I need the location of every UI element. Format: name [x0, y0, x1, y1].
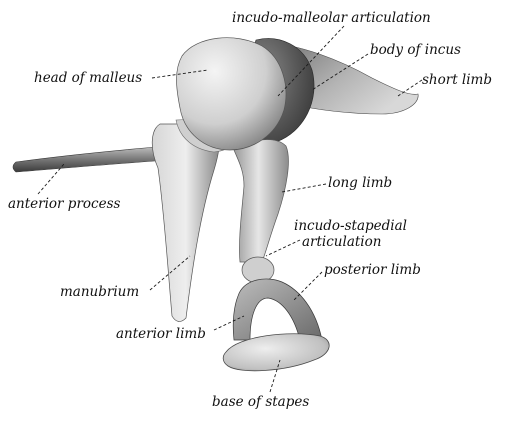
malleus-head-shape	[176, 37, 287, 151]
label-base-of-stapes: base of stapes	[212, 394, 309, 410]
label-incudo-malleolar-articulation: incudo-malleolar articulation	[232, 10, 431, 26]
label-long-limb: long limb	[328, 175, 392, 191]
long-limb-shape	[233, 139, 289, 263]
label-body-of-incus: body of incus	[370, 42, 461, 58]
leader-base-of-stapes	[269, 359, 281, 393]
ossicle-illustration	[12, 37, 419, 372]
label-incudo-stapedial-line1: incudo-stapedial	[294, 218, 407, 234]
label-anterior-limb: anterior limb	[116, 326, 206, 342]
stapes-arch-shape	[232, 278, 323, 341]
leader-manubrium	[149, 255, 191, 291]
leader-lines	[37, 25, 423, 393]
label-posterior-limb: posterior limb	[324, 262, 421, 278]
leader-body-of-incus	[311, 53, 369, 91]
leader-head-of-malleus	[151, 69, 209, 79]
label-anterior-process: anterior process	[8, 196, 121, 212]
stapes-base-shape	[222, 333, 330, 372]
leader-anterior-process	[37, 163, 65, 195]
leader-incudo-malleolar	[277, 25, 345, 97]
label-incudo-stapedial-line2: articulation	[302, 234, 381, 250]
manubrium-shape	[151, 123, 220, 322]
label-manubrium: manubrium	[60, 284, 139, 300]
leader-incudo-stapedial	[265, 239, 301, 257]
leader-posterior-limb	[293, 271, 323, 301]
label-short-limb: short limb	[422, 72, 492, 88]
labels: incudo-malleolar articulation body of in…	[8, 10, 492, 410]
leader-long-limb	[281, 183, 327, 193]
leader-anterior-limb	[213, 315, 245, 331]
label-head-of-malleus: head of malleus	[34, 70, 142, 86]
